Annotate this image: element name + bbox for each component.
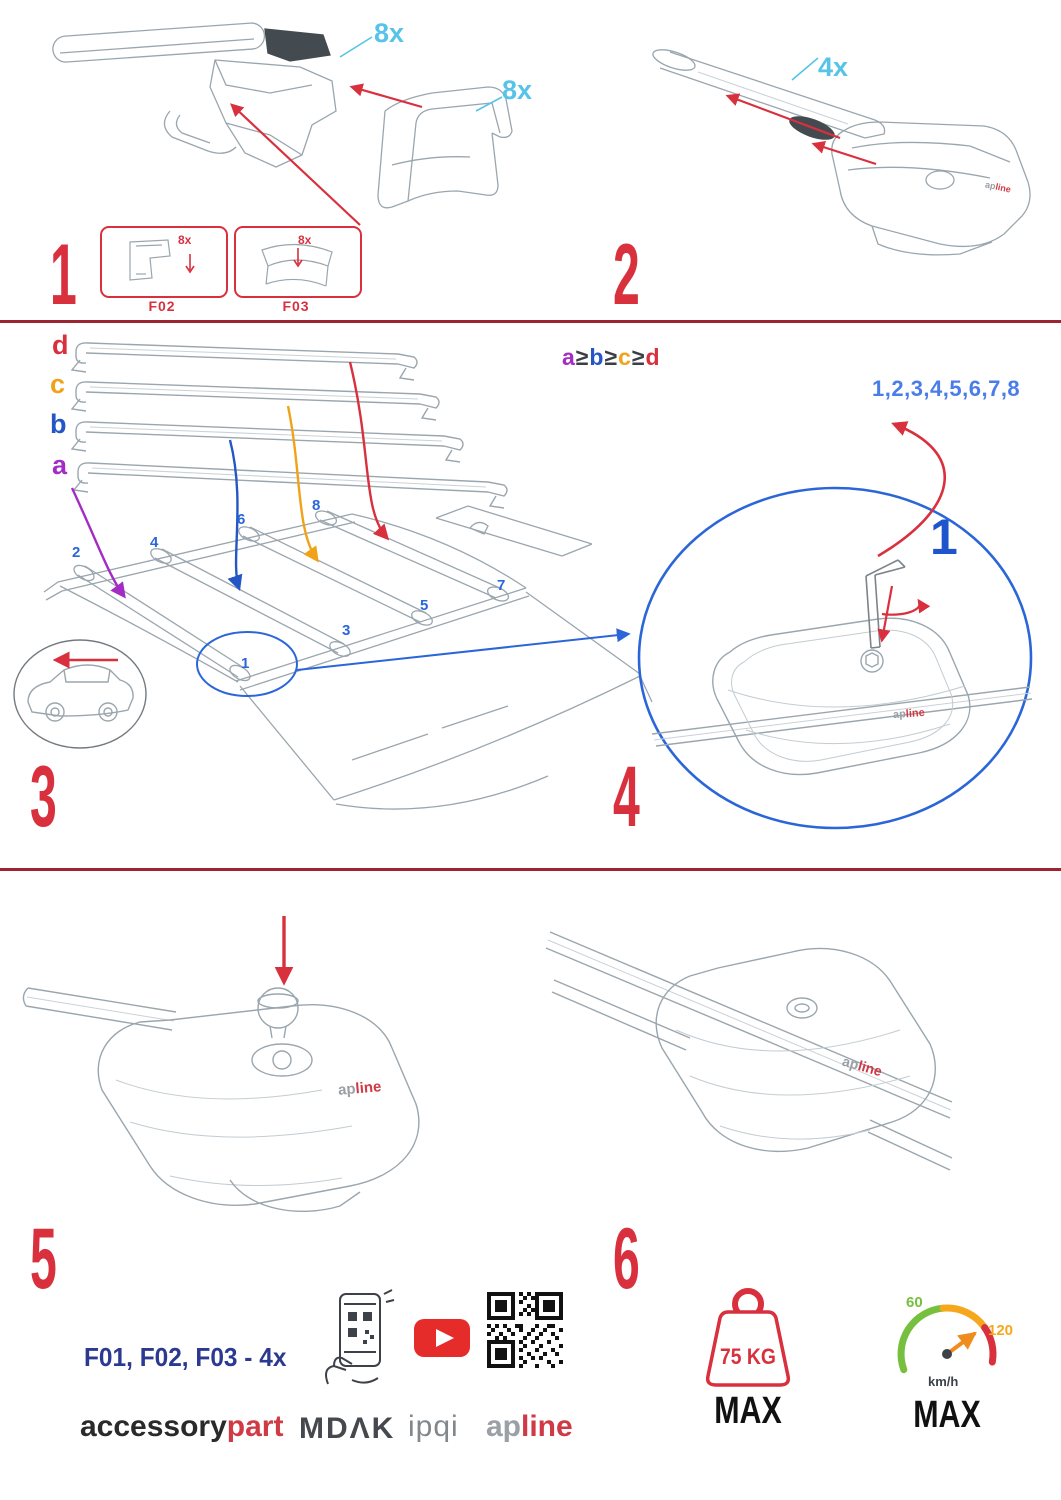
mounted-foot-drawing	[545, 931, 953, 1171]
part-box-f03: 8x	[234, 226, 362, 298]
roof-position-2: 2	[72, 544, 81, 561]
max-load-label: MAX	[714, 1390, 782, 1432]
bar-label-d: d	[52, 330, 69, 360]
step-number-3: 3	[30, 749, 57, 845]
car-direction-inset	[13, 639, 147, 749]
ipqi-logo: ipqi	[408, 1410, 459, 1443]
phone-qr-scan-icon	[325, 1289, 395, 1385]
f03-label: F03	[282, 298, 310, 314]
bar-label-b: b	[50, 409, 67, 439]
apline-logo-on-foot: apline	[892, 706, 926, 722]
covers-quantity-text: F01, F02, F03 - 4x	[84, 1342, 287, 1372]
roof-position-5: 5	[420, 597, 429, 614]
bar-label-c: c	[50, 369, 66, 399]
speedometer-icon	[897, 1304, 997, 1374]
part-box-f02: 8x	[100, 226, 228, 298]
length-order-formula: a≥b≥c≥d	[562, 344, 661, 370]
mdak-logo: MDΛK	[299, 1412, 396, 1445]
step-number-4: 4	[613, 749, 640, 845]
foot-and-cover-drawing	[52, 22, 513, 226]
position-1-highlight	[196, 628, 631, 697]
roof-installation-drawing	[13, 342, 653, 810]
f02-qty-label: 8x	[178, 233, 192, 247]
roof-position-1: 1	[241, 655, 250, 672]
speed-high-label: 120	[988, 1322, 1014, 1339]
step-number-6: 6	[613, 1211, 640, 1307]
max-load-icon	[705, 1288, 791, 1387]
spare-bars-drawing	[70, 342, 508, 509]
tighten-arrows	[877, 421, 946, 643]
step-number-5: 5	[30, 1211, 57, 1307]
bar-end-drawing	[652, 49, 1031, 256]
max-load-value: 75 KG	[720, 1344, 776, 1369]
roof-position-3: 3	[342, 622, 351, 639]
section-divider-2	[0, 868, 1061, 871]
qty-foot-label: 8x	[374, 18, 405, 48]
roof-position-7: 7	[497, 577, 506, 594]
speed-unit-label: km/h	[928, 1374, 959, 1389]
step-number-2: 2	[613, 227, 640, 323]
roof-position-4: 4	[150, 534, 159, 551]
max-speed-label: MAX	[913, 1394, 981, 1436]
section-divider-1	[0, 320, 1061, 323]
step-number-1: 1	[50, 227, 77, 323]
allen-key-icon	[865, 559, 906, 649]
f02-part-drawing	[129, 239, 195, 281]
apline-logo: apline	[486, 1410, 573, 1443]
qty-cover-label: 8x	[502, 75, 533, 105]
f03-part-drawing	[261, 243, 333, 287]
f03-qty-label: 8x	[298, 233, 312, 247]
car-roof-drawing	[43, 505, 653, 810]
cover-cap-drawing	[22, 916, 420, 1212]
detail-zoom-circle	[637, 486, 1033, 830]
roof-position-8: 8	[312, 497, 321, 514]
youtube-icon	[414, 1319, 470, 1357]
qr-code-icon	[487, 1292, 563, 1368]
qty-bar-label: 4x	[818, 52, 849, 82]
roof-position-6: 6	[237, 511, 246, 528]
speed-low-label: 60	[906, 1294, 923, 1311]
bar-assignment-arrows	[70, 361, 390, 599]
foot-detail-drawing	[637, 421, 1033, 830]
sequence-step-pointer: 1	[930, 509, 958, 565]
bar-label-a: a	[52, 450, 68, 480]
tightening-sequence: 1,2,3,4,5,6,7,8	[872, 376, 1021, 401]
accessorypart-logo: accessorypart	[80, 1410, 284, 1443]
f02-label: F02	[148, 298, 176, 314]
